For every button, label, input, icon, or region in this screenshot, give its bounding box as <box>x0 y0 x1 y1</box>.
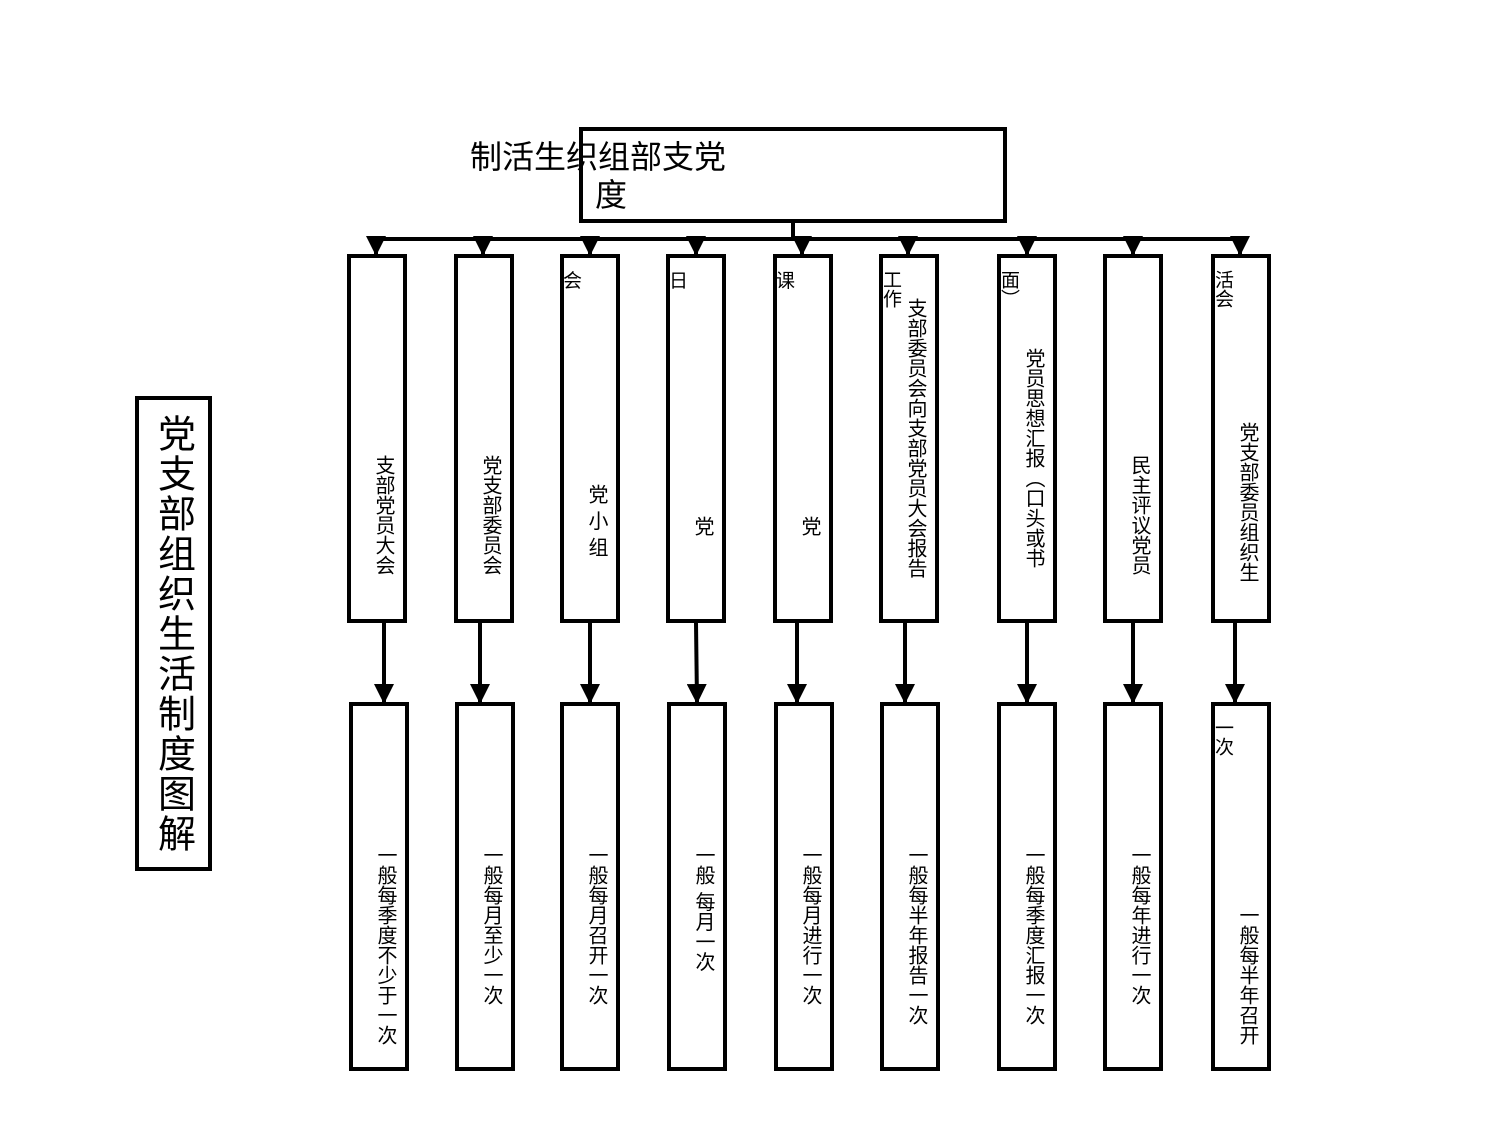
item-box-5 <box>773 254 833 623</box>
freq-label-3: 一般每月召开一次 <box>585 845 609 1005</box>
item-spill-6: 工作 <box>880 270 902 308</box>
side-title: 党支部组织生活制度图解 <box>151 413 196 854</box>
item-spill-7: 面） <box>998 270 1020 308</box>
item-box-6 <box>879 254 939 623</box>
item-label-8: 民主评议党员 <box>1128 455 1152 575</box>
freq-spill-9: 一次 <box>1212 718 1234 756</box>
freq-box-4 <box>667 702 727 1071</box>
item-label-9: 党支部委员组织生 <box>1236 422 1260 582</box>
freq-box-2 <box>455 702 515 1071</box>
top-title-box <box>579 127 1007 223</box>
freq-label-1: 一般每季度不少于一次 <box>374 845 398 1045</box>
freq-label-4: 一般 每月一次 <box>692 845 716 972</box>
freq-box-9 <box>1211 702 1271 1071</box>
freq-label-2: 一般每月至少一次 <box>480 845 504 1005</box>
top-title: 制活生织组部支党 度 <box>470 138 750 214</box>
freq-label-6: 一般每半年报告一次 <box>905 845 929 1025</box>
item-label-7: 党员思想汇报（口头或书 <box>1022 348 1046 568</box>
freq-box-6 <box>880 702 940 1071</box>
item-label-5: 党 <box>798 516 822 536</box>
item-label-2: 党支部委员会 <box>479 455 503 575</box>
link-arrow-4 <box>686 622 707 704</box>
item-box-8 <box>1103 254 1163 623</box>
item-label-1: 支部党员大会 <box>372 455 396 575</box>
top-title-line1: 制活生织组部支党 <box>470 138 727 176</box>
freq-label-8: 一般每年进行一次 <box>1128 845 1152 1005</box>
item-spill-5: 课 <box>776 270 796 292</box>
freq-label-9: 一般每半年召开 <box>1236 905 1260 1045</box>
top-title-line2: 度 <box>595 176 628 214</box>
item-box-7 <box>997 254 1057 623</box>
freq-box-1 <box>349 702 409 1071</box>
freq-box-3 <box>560 702 620 1071</box>
item-box-4 <box>666 254 726 623</box>
freq-box-8 <box>1103 702 1163 1071</box>
item-label-6: 支部委员会向支部党员大会报告 <box>904 298 928 578</box>
item-spill-9: 活会 <box>1212 270 1234 308</box>
freq-box-5 <box>774 702 834 1071</box>
item-box-3 <box>560 254 620 623</box>
item-spill-4: 日 <box>669 270 689 292</box>
item-label-4: 党 <box>691 516 715 536</box>
freq-label-7: 一般每季度汇报一次 <box>1022 845 1046 1025</box>
item-box-2 <box>454 254 514 623</box>
item-label-3: 党 小 组 <box>585 484 609 557</box>
item-box-9 <box>1211 254 1271 623</box>
item-box-1 <box>347 254 407 623</box>
freq-box-7 <box>997 702 1057 1071</box>
freq-label-5: 一般每月进行一次 <box>799 845 823 1005</box>
item-spill-3: 会 <box>563 270 583 292</box>
side-title-box: 党支部组织生活制度图解 <box>135 396 212 871</box>
